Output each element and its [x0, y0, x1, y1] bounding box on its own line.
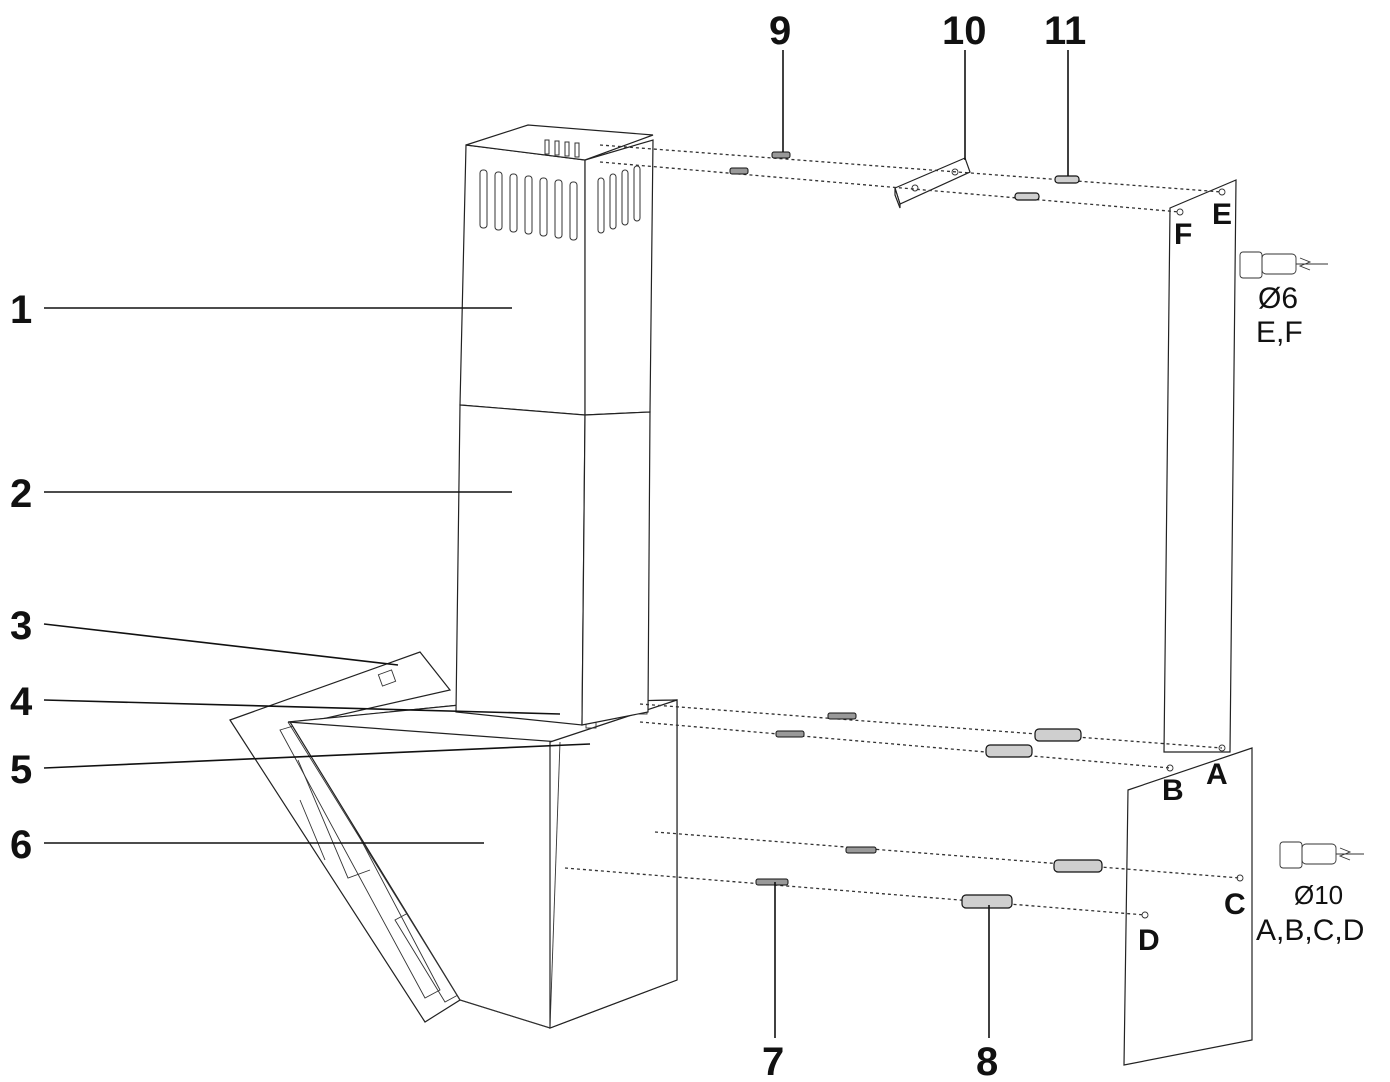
chimney-upper	[459, 124, 654, 416]
point-label-a: A	[1206, 758, 1228, 791]
part-label-2: 2	[10, 472, 32, 516]
drill-icon	[1279, 841, 1364, 869]
chimney-bracket	[894, 157, 971, 209]
part-label-11: 11	[1044, 9, 1086, 53]
point-label-e: E	[1212, 198, 1232, 231]
fixings	[729, 151, 1244, 919]
vent-slots-back	[544, 139, 580, 158]
point-label-f: F	[1174, 218, 1192, 251]
drill-points-lower: A,B,C,D	[1256, 914, 1364, 947]
point-label-d: D	[1138, 924, 1160, 957]
part-label-6: 6	[10, 823, 32, 867]
mount-point-labels: E F A B C D	[1138, 198, 1246, 957]
part-label-8: 8	[976, 1040, 998, 1082]
chimney-lower	[455, 404, 651, 726]
drill-annotations: Ø6 E,F Ø10 A,B,C,D	[1256, 282, 1364, 947]
drill-diameter-upper: Ø6	[1258, 282, 1298, 315]
vent-slots-side	[597, 165, 641, 234]
point-label-c: C	[1224, 888, 1246, 921]
leader-lines	[43, 50, 1069, 1038]
wall-upper	[1163, 179, 1237, 753]
vent-slots-front	[479, 169, 578, 241]
part-label-5: 5	[10, 748, 32, 792]
part-label-7: 7	[762, 1040, 784, 1082]
part-numbers: 1 2 3 4 5 6 7 8 9 10 11	[10, 9, 1086, 1082]
part-label-1: 1	[10, 288, 32, 332]
drill-points-upper: E,F	[1256, 316, 1303, 349]
point-label-b: B	[1162, 774, 1184, 807]
part-label-3: 3	[10, 604, 32, 648]
drill-diameter-lower: Ø10	[1294, 880, 1343, 910]
part-label-10: 10	[942, 9, 987, 53]
part-label-9: 9	[769, 9, 791, 53]
fixing-lines	[564, 144, 1241, 916]
drill-icon	[1239, 251, 1328, 279]
part-label-4: 4	[10, 680, 33, 724]
wall-lower	[1123, 747, 1253, 1066]
